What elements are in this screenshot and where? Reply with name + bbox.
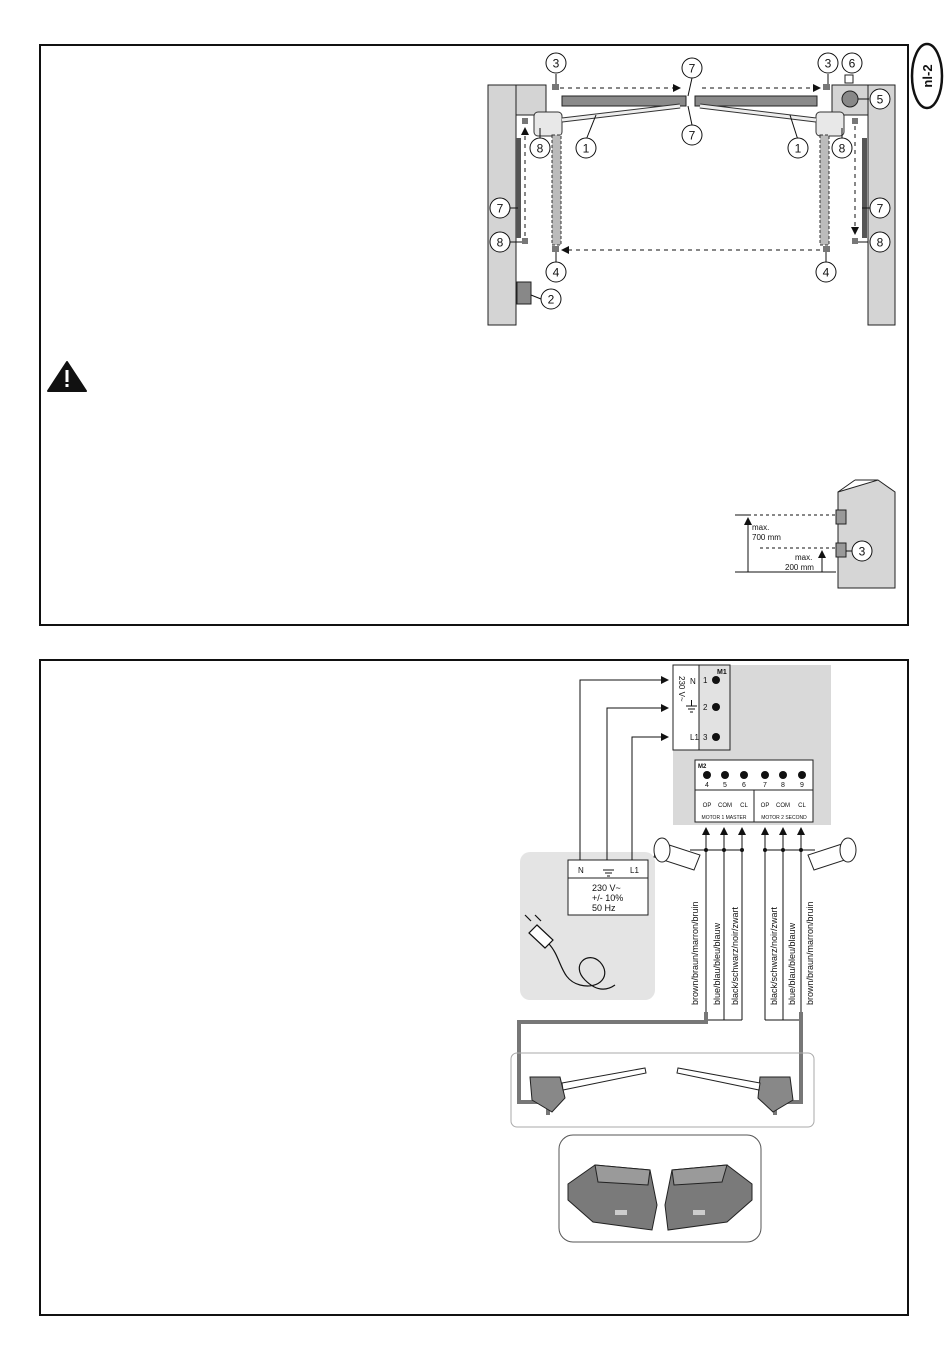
m2-title: M2 bbox=[698, 764, 707, 770]
wire-label-blue-m2: blue/blau/bleu/blauw bbox=[787, 922, 797, 1005]
m1-pin-1: 1 bbox=[703, 676, 708, 685]
m2-pin-dot-1 bbox=[703, 771, 711, 779]
m2-terminal-label-6: CL bbox=[798, 803, 806, 809]
m1-title: M1 bbox=[717, 669, 727, 676]
supply-tolerance: +/- 10% bbox=[592, 893, 623, 903]
callout-7-right: 7 bbox=[877, 202, 884, 216]
wire-label-blue-m1: blue/blau/bleu/blauw bbox=[712, 922, 722, 1005]
installation-layout-diagram: 3 3 6 7 7 5 1 1 8 8 7 7 8 8 bbox=[487, 52, 896, 326]
wire-label-black-m2: black/schwarz/noir/zwart bbox=[769, 906, 779, 1005]
cover-left bbox=[567, 1164, 658, 1231]
m2-pin-dot-5 bbox=[779, 771, 787, 779]
m2-pin-number-4: 7 bbox=[763, 782, 767, 789]
m1-n: N bbox=[690, 677, 696, 686]
callout-3-right-top: 3 bbox=[825, 57, 832, 71]
m2-pin-dot-4 bbox=[761, 771, 769, 779]
max-700-label: max. bbox=[752, 523, 769, 532]
bottom-frame bbox=[39, 659, 909, 1316]
page-tab-label: nl-2 bbox=[920, 64, 935, 87]
wire-label-black-m1: black/schwarz/noir/zwart bbox=[730, 906, 740, 1005]
m2-pin-number-6: 9 bbox=[800, 782, 804, 789]
callout-7-bottom: 7 bbox=[689, 129, 696, 143]
m2-pin-dot-2 bbox=[721, 771, 729, 779]
m1-voltage: 230 V~ bbox=[677, 676, 686, 702]
m2-pin-dot-6 bbox=[798, 771, 806, 779]
callout-2: 2 bbox=[548, 293, 555, 307]
callout-4-left: 4 bbox=[553, 266, 560, 280]
motor2-label: MOTOR 2 SECOND bbox=[761, 815, 807, 821]
gate-leaf-right bbox=[694, 95, 818, 107]
cover-right bbox=[664, 1164, 753, 1231]
wire-label-brown-m1: brown/braun/marron/bruin bbox=[690, 901, 700, 1005]
callout-6: 6 bbox=[849, 57, 856, 71]
m2-pin-number-3: 6 bbox=[742, 782, 746, 789]
max-200-value: 200 mm bbox=[785, 563, 814, 572]
callout-8-right-bottom: 8 bbox=[877, 236, 884, 250]
m2-pin-number-2: 5 bbox=[723, 782, 727, 789]
plug-icon bbox=[524, 914, 616, 990]
covers-box bbox=[558, 1134, 762, 1243]
motor-left bbox=[529, 1067, 647, 1113]
m1-l1: L1 bbox=[690, 733, 699, 742]
warning-icon bbox=[47, 361, 87, 392]
motor1-label: MOTOR 1 MASTER bbox=[702, 815, 747, 821]
callout-8-right-top: 8 bbox=[839, 142, 846, 156]
callout-1-left: 1 bbox=[583, 142, 590, 156]
motor-right bbox=[676, 1067, 794, 1113]
m1-pin-2: 2 bbox=[703, 703, 708, 712]
page-tab: nl-2 bbox=[910, 42, 944, 110]
wire-label-brown-m2: brown/braun/marron/bruin bbox=[805, 901, 815, 1005]
callout-3-detail: 3 bbox=[859, 545, 866, 559]
callout-labels: 3 3 6 7 7 5 1 1 8 8 7 7 8 8 bbox=[489, 52, 891, 310]
m2-terminal-label-2: COM bbox=[718, 803, 732, 809]
supply-frequency: 50 Hz bbox=[592, 903, 616, 913]
callout-7-left: 7 bbox=[497, 202, 504, 216]
top-frame bbox=[39, 44, 909, 626]
max-700-value: 700 mm bbox=[752, 533, 781, 542]
callout-5: 5 bbox=[877, 93, 884, 107]
m2-pin-dot-3 bbox=[740, 771, 748, 779]
supply-terminal bbox=[567, 859, 649, 916]
m2-terminal-label-3: CL bbox=[740, 803, 748, 809]
callout-8-left-top: 8 bbox=[537, 142, 544, 156]
supply-l1: L1 bbox=[630, 866, 639, 875]
callout-4-right: 4 bbox=[823, 266, 830, 280]
m1-pin-3: 3 bbox=[703, 733, 708, 742]
max-200-label: max. bbox=[795, 553, 812, 562]
callout-1-right: 1 bbox=[795, 142, 802, 156]
callout-7-top: 7 bbox=[689, 62, 696, 76]
supply-n: N bbox=[578, 866, 584, 875]
m2-terminal-label-5: COM bbox=[776, 803, 790, 809]
callout-8-left-bottom: 8 bbox=[497, 236, 504, 250]
photocell-height-detail: max. 700 mm max. 200 mm 3 bbox=[735, 479, 896, 589]
supply-voltage: 230 V~ bbox=[592, 883, 621, 893]
motors-area bbox=[510, 1052, 815, 1128]
callout-3-left-top: 3 bbox=[553, 57, 560, 71]
m2-terminal-label-4: OP bbox=[761, 803, 770, 809]
m2-pin-number-5: 8 bbox=[781, 782, 785, 789]
m2-pin-number-1: 4 bbox=[705, 782, 709, 789]
m2-terminal-label-1: OP bbox=[703, 803, 712, 809]
gate-leaf-left bbox=[561, 95, 687, 107]
